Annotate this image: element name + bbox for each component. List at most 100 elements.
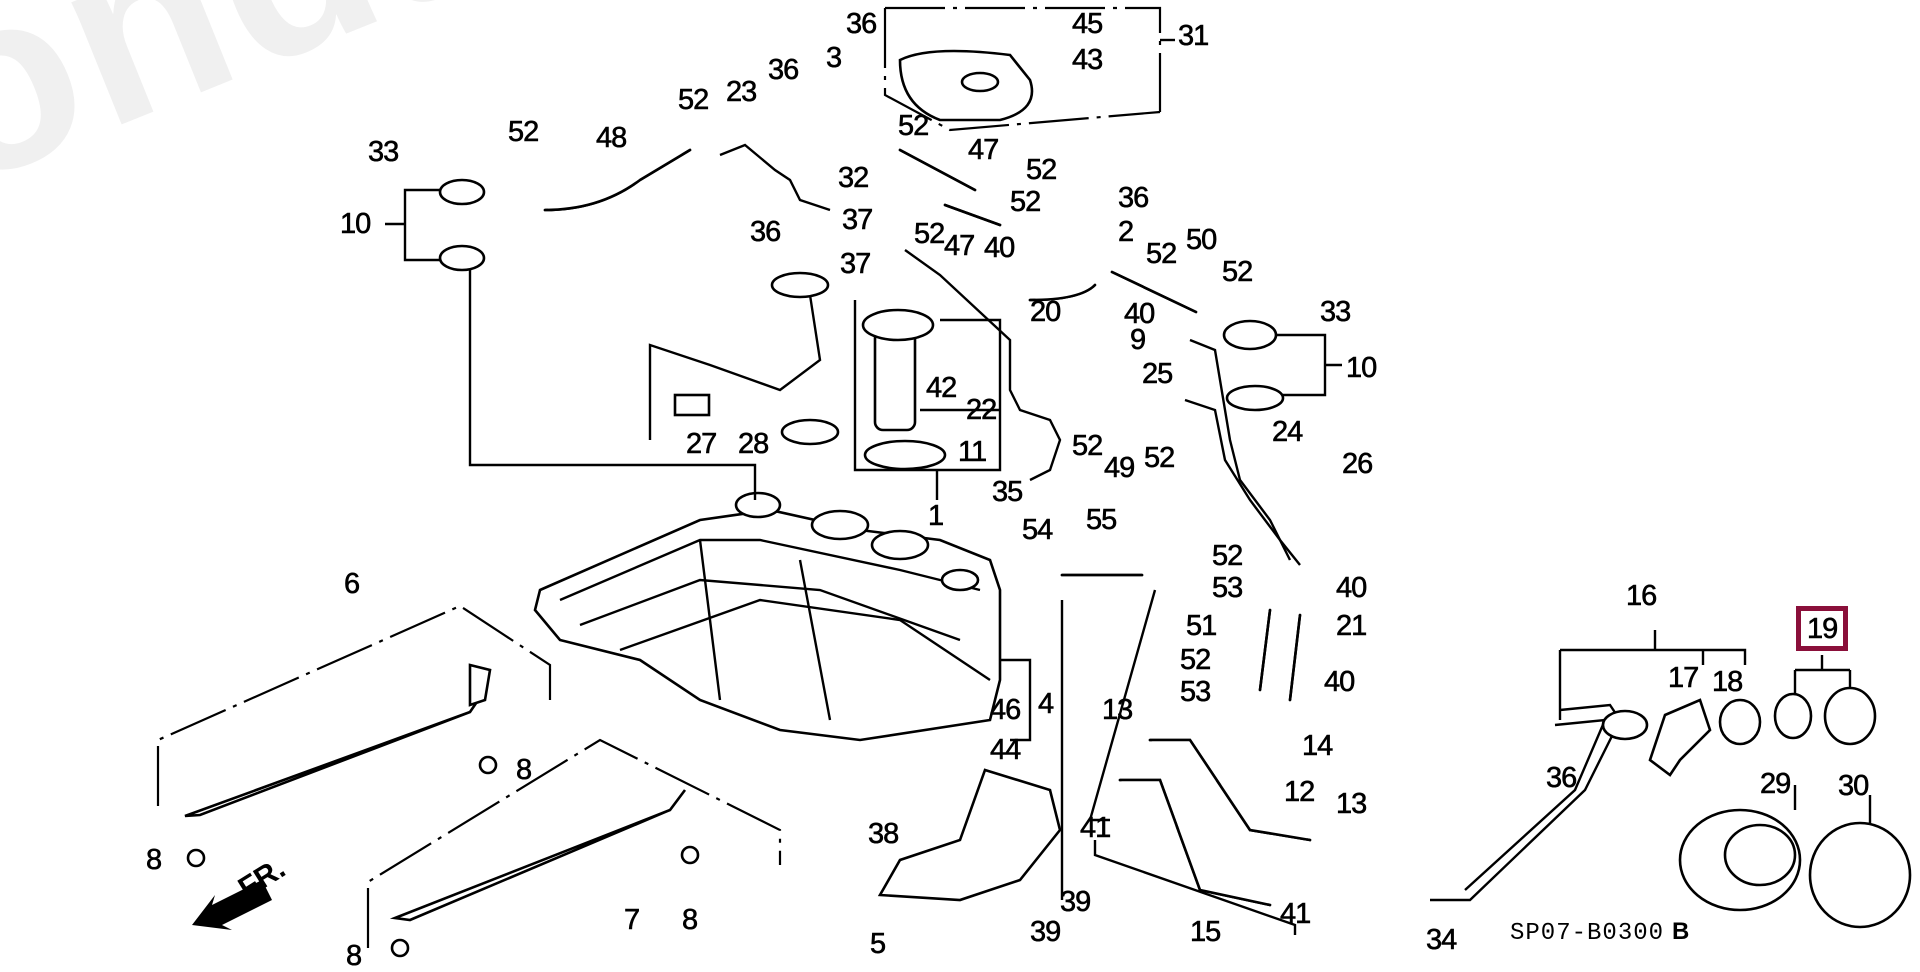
callout-52[interactable]: 52 bbox=[1146, 238, 1178, 270]
callout-17[interactable]: 17 bbox=[1668, 662, 1700, 694]
callout-5[interactable]: 5 bbox=[870, 928, 887, 960]
diagram-code-number: SP07-B0300 bbox=[1510, 920, 1665, 947]
callout-54[interactable]: 54 bbox=[1022, 514, 1054, 546]
callout-48[interactable]: 48 bbox=[596, 122, 628, 154]
callout-27[interactable]: 27 bbox=[686, 428, 718, 460]
callout-8[interactable]: 8 bbox=[682, 904, 699, 936]
callout-4[interactable]: 4 bbox=[1038, 688, 1055, 720]
callout-52[interactable]: 52 bbox=[1010, 186, 1042, 218]
callout-53[interactable]: 53 bbox=[1212, 572, 1244, 604]
callout-36[interactable]: 36 bbox=[846, 8, 878, 40]
callout-53[interactable]: 53 bbox=[1180, 676, 1212, 708]
callout-52[interactable]: 52 bbox=[1180, 644, 1212, 676]
callout-52[interactable]: 52 bbox=[914, 218, 946, 250]
callout-33[interactable]: 33 bbox=[1320, 296, 1352, 328]
callout-8[interactable]: 8 bbox=[346, 940, 363, 972]
callout-52[interactable]: 52 bbox=[898, 110, 930, 142]
callout-52[interactable]: 52 bbox=[1072, 430, 1104, 462]
callout-13[interactable]: 13 bbox=[1102, 694, 1134, 726]
bracket-10-right bbox=[1270, 333, 1342, 397]
callout-11[interactable]: 11 bbox=[958, 436, 988, 468]
callout-22[interactable]: 22 bbox=[966, 394, 998, 426]
callout-52[interactable]: 52 bbox=[1144, 442, 1176, 474]
bracket-7 bbox=[366, 738, 782, 948]
callout-52[interactable]: 52 bbox=[508, 116, 540, 148]
callout-31[interactable]: 31 bbox=[1178, 20, 1210, 52]
callout-55[interactable]: 55 bbox=[1086, 504, 1118, 536]
callout-40[interactable]: 40 bbox=[984, 232, 1016, 264]
callout-1[interactable]: 1 bbox=[928, 500, 945, 532]
callout-18[interactable]: 18 bbox=[1712, 666, 1744, 698]
callout-8[interactable]: 8 bbox=[516, 754, 533, 786]
part-bolt-8a bbox=[478, 755, 498, 775]
part-pipe-24 bbox=[1189, 338, 1292, 561]
callout-16[interactable]: 16 bbox=[1626, 580, 1658, 612]
callout-23[interactable]: 23 bbox=[726, 76, 758, 108]
part-strap-7 bbox=[389, 789, 687, 922]
callout-33[interactable]: 33 bbox=[368, 136, 400, 168]
callout-7[interactable]: 7 bbox=[624, 904, 641, 936]
part-filler-pipe-16 bbox=[1430, 703, 1622, 902]
callout-40[interactable]: 40 bbox=[1124, 298, 1156, 330]
callout-35[interactable]: 35 bbox=[992, 476, 1024, 508]
part-bracket-17 bbox=[1648, 698, 1712, 777]
callout-36[interactable]: 36 bbox=[1546, 762, 1578, 794]
callout-51[interactable]: 51 bbox=[1186, 610, 1218, 642]
callout-52[interactable]: 52 bbox=[1026, 154, 1058, 186]
callout-52[interactable]: 52 bbox=[1212, 540, 1244, 572]
callout-8[interactable]: 8 bbox=[146, 844, 163, 876]
callout-41[interactable]: 41 bbox=[1280, 898, 1312, 930]
callout-46[interactable]: 46 bbox=[990, 694, 1022, 726]
callout-43[interactable]: 43 bbox=[1072, 44, 1104, 76]
callout-39[interactable]: 39 bbox=[1030, 916, 1062, 948]
callout-10[interactable]: 10 bbox=[1346, 352, 1378, 384]
tank-port-1 bbox=[734, 491, 782, 519]
callout-10[interactable]: 10 bbox=[340, 208, 372, 240]
callout-25[interactable]: 25 bbox=[1142, 358, 1174, 390]
callout-30[interactable]: 30 bbox=[1838, 770, 1870, 802]
callout-36[interactable]: 36 bbox=[1118, 182, 1150, 214]
callout-52[interactable]: 52 bbox=[1222, 256, 1254, 288]
callout-47[interactable]: 47 bbox=[944, 230, 976, 262]
callout-34[interactable]: 34 bbox=[1426, 924, 1458, 956]
tank-port-3 bbox=[870, 529, 930, 561]
callout-42[interactable]: 42 bbox=[926, 372, 958, 404]
callout-2[interactable]: 2 bbox=[1118, 216, 1135, 248]
callout-37[interactable]: 37 bbox=[840, 248, 872, 280]
bracket-31 bbox=[883, 6, 1162, 132]
callout-52[interactable]: 52 bbox=[678, 84, 710, 116]
callout-47[interactable]: 47 bbox=[968, 134, 1000, 166]
callout-28[interactable]: 28 bbox=[738, 428, 770, 460]
callout-19-highlighted[interactable]: 19 bbox=[1796, 606, 1849, 651]
callout-26[interactable]: 26 bbox=[1342, 448, 1374, 480]
callout-14[interactable]: 14 bbox=[1302, 730, 1334, 762]
callout-12[interactable]: 12 bbox=[1284, 776, 1316, 808]
callout-6[interactable]: 6 bbox=[344, 568, 361, 600]
callout-36[interactable]: 36 bbox=[750, 216, 782, 248]
callout-37[interactable]: 37 bbox=[842, 204, 874, 236]
part-strap-6 bbox=[184, 689, 487, 818]
callout-20[interactable]: 20 bbox=[1030, 296, 1062, 328]
callout-40[interactable]: 40 bbox=[1336, 572, 1368, 604]
callout-3[interactable]: 3 bbox=[826, 42, 843, 74]
callout-21[interactable]: 21 bbox=[1336, 610, 1368, 642]
part-pipe-23 bbox=[719, 143, 831, 212]
callout-45[interactable]: 45 bbox=[1072, 8, 1104, 40]
callout-44[interactable]: 44 bbox=[990, 734, 1022, 766]
callout-36[interactable]: 36 bbox=[768, 54, 800, 86]
callout-38[interactable]: 38 bbox=[868, 818, 900, 850]
callout-39[interactable]: 39 bbox=[1060, 886, 1092, 918]
callout-50[interactable]: 50 bbox=[1186, 224, 1218, 256]
callout-41[interactable]: 41 bbox=[1080, 812, 1112, 844]
callout-29[interactable]: 29 bbox=[1760, 768, 1792, 800]
callout-49[interactable]: 49 bbox=[1104, 452, 1136, 484]
callout-15[interactable]: 15 bbox=[1190, 916, 1222, 948]
bracket-10-left bbox=[385, 188, 446, 262]
bracket-4 bbox=[1000, 658, 1032, 742]
callout-9[interactable]: 9 bbox=[1130, 324, 1147, 356]
callout-13[interactable]: 13 bbox=[1336, 788, 1368, 820]
callout-24[interactable]: 24 bbox=[1272, 416, 1304, 448]
callout-40[interactable]: 40 bbox=[1324, 666, 1356, 698]
callout-32[interactable]: 32 bbox=[838, 162, 870, 194]
